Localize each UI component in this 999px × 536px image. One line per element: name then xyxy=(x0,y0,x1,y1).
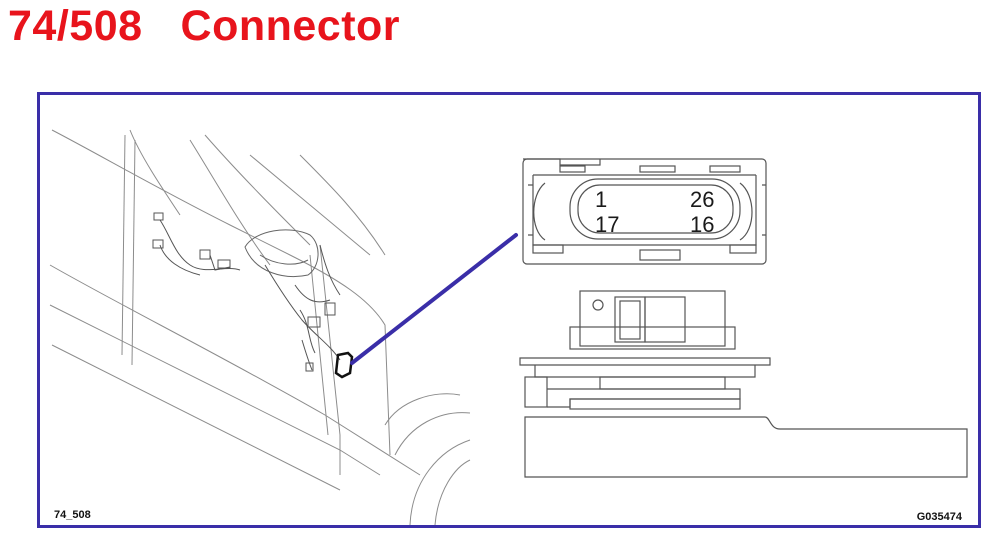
side-mirror xyxy=(244,229,319,278)
page-title: 74/508 Connector xyxy=(8,2,400,51)
figure-code-left: 74_508 xyxy=(54,509,91,521)
callout-pointer-line xyxy=(350,233,518,365)
connector-code: 74/508 xyxy=(8,2,143,50)
diagram-drawing xyxy=(49,129,968,525)
connector-face-view xyxy=(522,158,767,265)
pin-label-top-right: 26 xyxy=(690,187,715,212)
pin-label-top-left: 1 xyxy=(595,187,608,212)
pin-label-bottom-left: 17 xyxy=(595,212,620,237)
connector-label: Connector xyxy=(180,2,401,50)
car-door-illustration xyxy=(49,129,471,525)
diagram-frame: 1 26 17 16 74_508 G035474 xyxy=(37,92,981,528)
door-connector-marker xyxy=(334,351,354,379)
wiring-harness xyxy=(152,212,341,372)
figure-code-right: G035474 xyxy=(916,511,962,523)
pin-label-bottom-right: 16 xyxy=(690,212,715,237)
connector-side-view xyxy=(519,290,968,478)
